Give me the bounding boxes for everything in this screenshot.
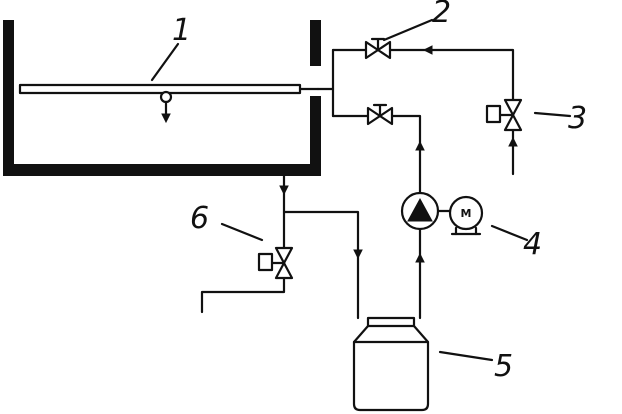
solenoid-coil [257, 252, 274, 272]
pipe-drain-outlet [200, 276, 286, 314]
label-3: 3 [568, 101, 587, 136]
motor-circle-icon [448, 195, 484, 231]
flow-arrow-icon [353, 249, 363, 260]
nozzle-body [159, 90, 173, 104]
leader-1 [150, 42, 180, 82]
label-6: 6 [190, 201, 209, 236]
label-2: 2 [432, 0, 451, 30]
tank-bottom-wall [3, 164, 321, 176]
tank-left-wall [3, 20, 14, 176]
flow-arrow-icon [415, 252, 425, 263]
spray-pipe-body [18, 83, 302, 95]
pipe-lower-branch [331, 114, 422, 195]
flow-arrow-icon [415, 140, 425, 151]
flow-arrow-icon [508, 136, 518, 147]
pipe-return-to-container [282, 210, 360, 320]
tank-right-wall-lower [310, 96, 321, 176]
motor-feet [454, 226, 478, 236]
spray-pipe [18, 83, 320, 124]
solenoid-coil [485, 104, 502, 124]
flow-arrow-icon [279, 185, 289, 196]
pump-triangle-icon [407, 197, 433, 222]
drain-piping [200, 174, 363, 320]
pump-assembly: M [400, 191, 484, 236]
manual-valve-lower [366, 103, 394, 126]
label-5: 5 [494, 349, 513, 384]
leader-2 [382, 18, 434, 42]
motor-symbol: M [461, 207, 472, 220]
tank-right-wall-upper [310, 20, 321, 66]
nozzle [159, 90, 173, 124]
leader-3 [533, 111, 572, 118]
container [352, 316, 430, 412]
leader-5 [438, 350, 494, 362]
solenoid-valve-drain [257, 246, 294, 280]
flow-arrow-icon [161, 113, 171, 124]
leader-6 [220, 222, 264, 242]
solenoid-valve-right [485, 98, 523, 132]
tank [3, 20, 321, 176]
label-4: 4 [523, 227, 542, 262]
pipe-top-branch [331, 48, 515, 102]
leader-4 [490, 224, 529, 242]
label-1: 1 [172, 13, 191, 48]
supply-piping [316, 45, 518, 320]
container-body [352, 316, 430, 412]
manual-valve-top [364, 37, 392, 60]
flow-arrow-icon [422, 45, 433, 55]
